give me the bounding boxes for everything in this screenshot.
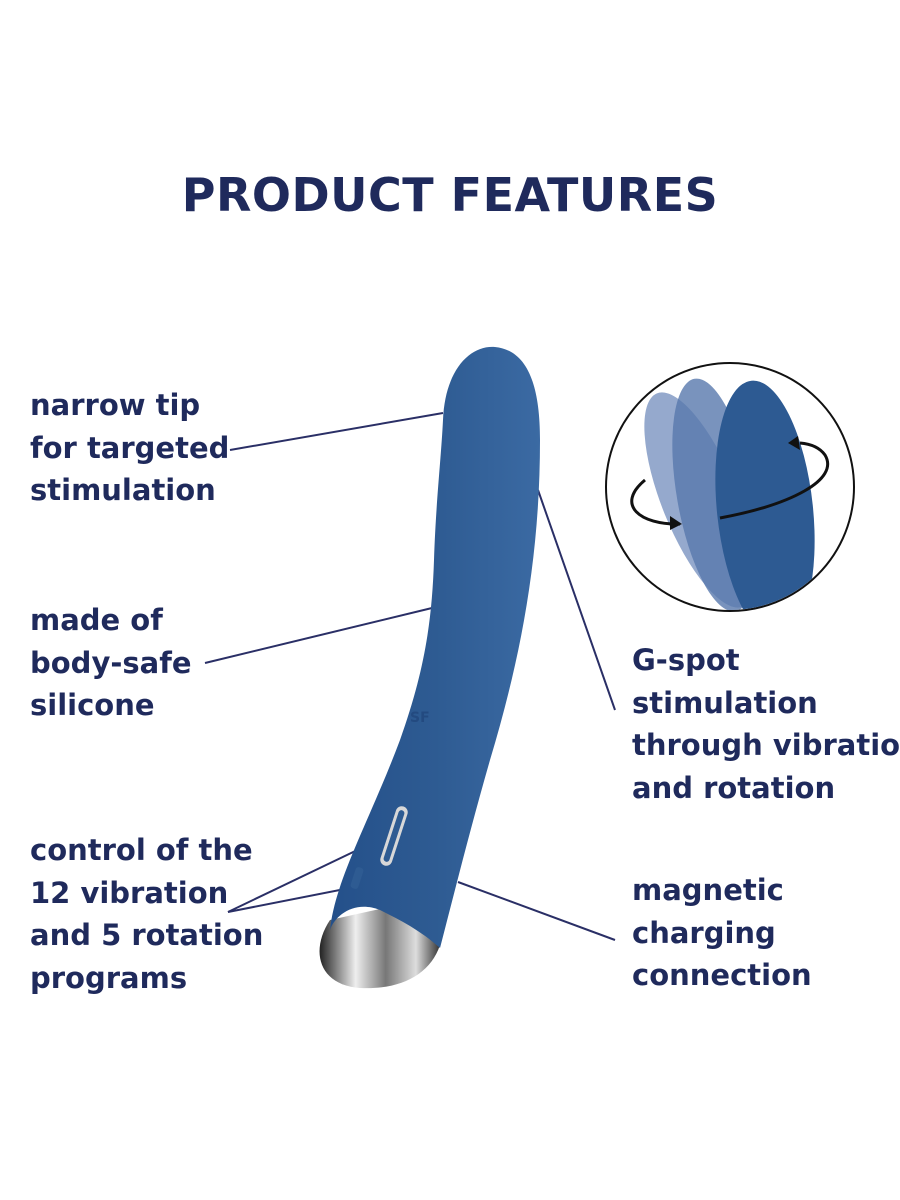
feature-line: and 5 rotation (30, 918, 264, 952)
feature-line: silicone (30, 688, 155, 722)
feature-line: magnetic (632, 873, 784, 907)
leader-line-controls-1 (227, 842, 373, 913)
feature-narrow-tip: narrow tip for targeted stimulation (30, 384, 229, 512)
feature-line: stimulation (632, 685, 818, 720)
brand-logo: SF (410, 710, 430, 726)
product-body (330, 346, 540, 948)
feature-line: stimulation (30, 473, 216, 507)
feature-line: made of (30, 603, 163, 637)
feature-magnetic-charging: magnetic charging connection (632, 869, 812, 997)
rotation-inset (605, 362, 855, 612)
control-button (383, 810, 405, 862)
page-title: PRODUCT FEATURES (181, 168, 719, 222)
feature-line: narrow tip (30, 388, 201, 422)
feature-gspot-stimulation: G-spot stimulation through vibration and… (632, 639, 900, 809)
feature-line: G-spot (632, 643, 740, 677)
feature-body-safe-silicone: made of body-safe silicone (30, 599, 192, 727)
feature-line: programs (30, 960, 188, 995)
feature-control-programs: control of the 12 vibration and 5 rotati… (30, 829, 263, 999)
feature-line: charging (632, 915, 776, 950)
leader-lines (204, 412, 616, 941)
leader-line-silicone (204, 607, 433, 664)
feature-line: through vibration (632, 728, 900, 762)
leader-line-tip (229, 412, 444, 451)
feature-line: and rotation (632, 770, 836, 805)
feature-line: connection (632, 958, 812, 992)
leader-line-charging (457, 881, 616, 941)
feature-line: body-safe (30, 645, 192, 680)
feature-line: 12 vibration (30, 875, 229, 910)
leader-line-gspot (537, 489, 616, 711)
control-button-small (350, 867, 364, 889)
feature-line: for targeted (30, 430, 230, 465)
feature-line: control of the (30, 833, 253, 867)
leader-line-controls-2 (227, 886, 356, 913)
